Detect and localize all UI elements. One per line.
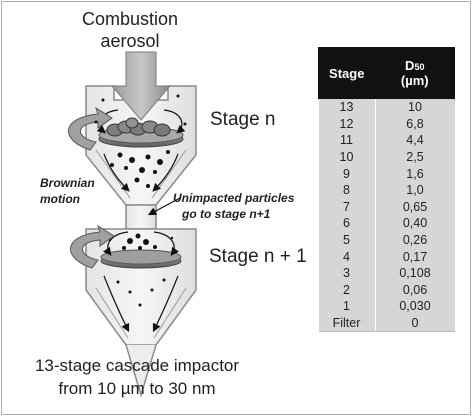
- d50-table-header: Stage D50 (µm): [318, 47, 455, 99]
- cell-d50: 6,8: [375, 115, 455, 133]
- header-d50: D50 (µm): [374, 47, 455, 99]
- cell-stage: 12: [318, 115, 376, 133]
- cell-stage: 4: [318, 248, 376, 265]
- unimpacted-pointer: [147, 197, 181, 216]
- title-line-1: Combustion: [81, 9, 179, 29]
- cell-d50: 0,030: [375, 298, 455, 315]
- inlet-arrow: [110, 51, 172, 121]
- stage-n-label: Stage n: [210, 109, 276, 130]
- cell-stage: 10: [318, 148, 376, 166]
- cell-stage: 13: [318, 98, 376, 116]
- cell-stage: 6: [318, 215, 376, 232]
- unimpacted-label-line-1: Unimpacted particles: [173, 191, 295, 205]
- cell-stage: 1: [318, 298, 376, 315]
- cell-d50: 4,4: [375, 132, 455, 149]
- cell-stage: 5: [318, 231, 376, 249]
- cell-stage: Filter: [318, 314, 376, 333]
- header-d50-unit: (µm): [400, 73, 429, 88]
- brownian-arrow-top: [68, 106, 113, 151]
- stage-n1-flow: [103, 231, 179, 333]
- cell-d50: 0,17: [375, 248, 455, 265]
- cell-d50: 1,0: [375, 181, 455, 199]
- cell-stage: 11: [318, 132, 376, 149]
- cell-stage: 3: [318, 264, 376, 282]
- stage-n-plate: [98, 117, 184, 148]
- cell-d50: 0,65: [375, 198, 455, 216]
- stage-n1-plate: [100, 249, 182, 269]
- header-stage: Stage: [318, 47, 376, 99]
- stage-n-particles: [94, 94, 187, 188]
- header-d50-main: D: [405, 58, 415, 73]
- caption-line-2: from 10 µm to 30 nm: [58, 379, 216, 398]
- cell-stage: 2: [318, 281, 376, 299]
- cell-stage: 9: [318, 165, 376, 182]
- cell-stage: 7: [318, 198, 376, 216]
- cell-d50: 1,6: [375, 165, 455, 182]
- title-line-2: aerosol: [100, 31, 160, 51]
- cell-d50: 0,06: [375, 281, 455, 299]
- cell-d50: 0,26: [375, 231, 455, 249]
- caption-line-1: 13-stage cascade impactor: [34, 356, 240, 375]
- brownian-arrow-bottom: [70, 224, 115, 269]
- brownian-label-line-2: motion: [40, 192, 80, 206]
- stage-n1-particles: [108, 233, 174, 307]
- cell-d50: 0,108: [375, 264, 455, 282]
- stage-neck: [125, 204, 157, 230]
- cell-d50: 0,40: [375, 215, 455, 232]
- cell-d50: 0: [375, 314, 455, 333]
- brownian-label-line-1: Brownian: [40, 176, 95, 190]
- cell-stage: 8: [318, 181, 376, 199]
- cell-d50: 2,5: [375, 148, 455, 166]
- cell-d50: 10: [375, 98, 455, 116]
- stage-n1-label: Stage n + 1: [209, 246, 307, 267]
- header-d50-sub: 50: [414, 62, 425, 72]
- unimpacted-label-line-2: go to stage n+1: [182, 207, 271, 221]
